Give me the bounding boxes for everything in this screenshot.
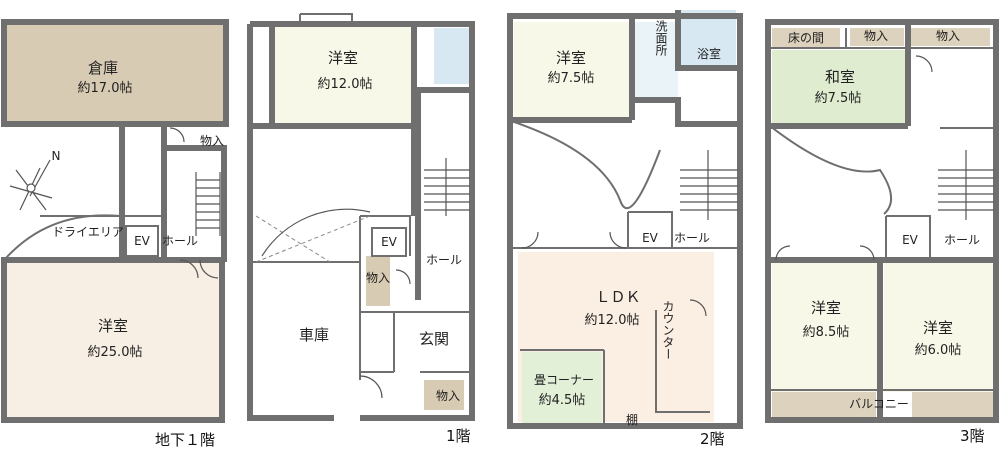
b1-western-name: 洋室 [98, 317, 128, 335]
floor-3: 床の間 物入 物入 和室 約7.5帖 EV ホール 洋室 約8.5帖 洋室 約6… [765, 19, 999, 445]
f2-tatami-area: 約4.5帖 [539, 393, 586, 408]
f3-west1-name: 洋室 [811, 299, 841, 317]
f3-closet-b [906, 28, 990, 46]
b1-ev-label: EV [134, 234, 151, 248]
f3-tokonoma-label: 床の間 [788, 31, 824, 45]
compass-icon [9, 159, 53, 211]
f1-western-area: 約12.0帖 [318, 77, 373, 92]
f2-ldk-area: 約12.0帖 [585, 313, 640, 328]
floor-1: 洋室 約12.0帖 EV ホール 物入 車庫 玄関 物入 1階 [247, 13, 475, 445]
f3-tokonoma [772, 28, 840, 48]
dry-area-label: ドライエリア [52, 225, 124, 239]
f3-west1 [772, 262, 880, 392]
f3-closet-b-label: 物入 [936, 29, 960, 43]
f1-closet [366, 256, 390, 306]
f3-balcony-label: バルコニー [849, 397, 909, 411]
f2-floor-label: 2階 [700, 430, 725, 448]
storage-name: 倉庫 [88, 59, 118, 77]
storage-room [6, 24, 224, 123]
f3-west2-area: 約6.0帖 [915, 343, 962, 358]
b1-western-room [6, 262, 222, 417]
f2-washroom-label: 洗面所 [654, 20, 668, 56]
f3-closet-a [850, 28, 904, 46]
b1-closet-label: 物入 [200, 134, 224, 148]
f1-bath-unit [434, 28, 472, 84]
f2-western-name: 洋室 [556, 49, 586, 67]
b1-floor-label: 地下１階 [155, 431, 215, 449]
floor-2: 洋室 約7.5帖 洗面所 浴室 EV ホール ＬＤＫ 約12.0帖 カウンター … [507, 10, 743, 448]
f2-shelf-label: 棚 [626, 412, 638, 427]
f2-hall-label: ホール [674, 231, 710, 245]
f2-tatami-name: 畳コーナー [534, 373, 594, 387]
f3-balcony-left [772, 392, 876, 418]
f3-floor-label: 3階 [960, 427, 985, 445]
f3-japanese [772, 50, 906, 124]
f2-counter-label: カウンター [661, 300, 675, 360]
north-mark: N [52, 149, 61, 163]
f3-hall-label: ホール [944, 233, 980, 247]
f3-closet-a-label: 物入 [864, 29, 888, 43]
f2-bath-label: 浴室 [697, 46, 721, 61]
f3-west1-area: 約8.5帖 [803, 325, 850, 340]
f1-closet2 [424, 380, 464, 410]
f2-ldk-name: ＬＤＫ [595, 288, 640, 306]
f1-floor-label: 1階 [446, 427, 471, 445]
f1-garage-label: 車庫 [299, 326, 329, 344]
f1-western-name: 洋室 [328, 49, 358, 67]
f1-western-room [274, 26, 414, 124]
f1-hall-label: ホール [426, 253, 462, 267]
f1-closet2-label: 物入 [436, 389, 460, 403]
f1-entrance-label: 玄関 [419, 330, 449, 348]
f3-japanese-area: 約7.5帖 [815, 91, 862, 106]
f2-western-area: 約7.5帖 [548, 71, 595, 86]
f1-closet-label: 物入 [366, 271, 390, 285]
b1-hall-label: ホール [162, 234, 198, 248]
storage-area: 約17.0帖 [78, 81, 133, 96]
f3-west2-name: 洋室 [923, 319, 953, 337]
b1-western-area: 約25.0帖 [88, 345, 143, 360]
f2-western-room [514, 22, 630, 118]
f2-washroom [632, 22, 678, 100]
f3-west2 [884, 262, 996, 392]
f2-ev-label: EV [642, 231, 659, 245]
floor-b1: N 倉庫 約17.0帖 物入 ドライエリア EV ホール 洋室 約25.0帖 地… [1, 19, 229, 449]
f1-ev-label: EV [381, 235, 398, 249]
f2-tatami [522, 352, 602, 424]
f3-balcony-right [912, 392, 996, 418]
f2-bath [678, 10, 736, 68]
f3-japanese-name: 和室 [825, 68, 855, 86]
f3-ev-label: EV [902, 233, 919, 247]
